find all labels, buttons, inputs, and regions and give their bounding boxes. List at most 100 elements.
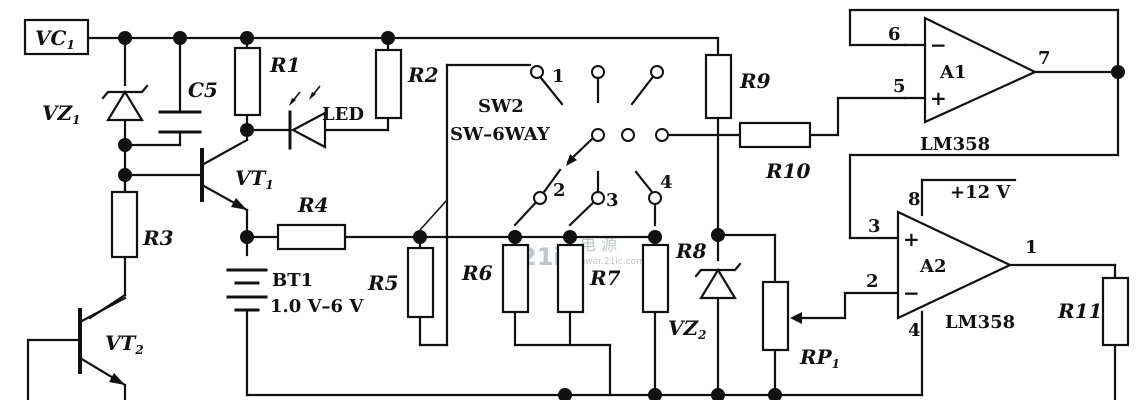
vz1-label: VZ xyxy=(42,101,74,125)
rp1-sub: 1 xyxy=(832,357,840,371)
c5-capacitor: C5 xyxy=(158,78,218,134)
r2-resistor: R2 xyxy=(374,48,439,120)
a2-pin-8: 8 xyxy=(908,189,921,210)
vt2-sub: 2 xyxy=(134,343,143,357)
r6-label: R6 xyxy=(461,261,493,285)
junction xyxy=(118,138,132,152)
sw2-switch: 1 2 3 4 SW2 SW–6WAY xyxy=(450,65,673,211)
r9-resistor: R9 xyxy=(704,53,771,120)
r5-label: R5 xyxy=(367,271,399,295)
junction xyxy=(118,168,132,182)
emitter-arrow-icon xyxy=(109,373,125,385)
r3-resistor: R3 xyxy=(110,190,174,259)
light-arrow-icon xyxy=(309,92,316,100)
r11-label: R11 xyxy=(1057,299,1102,323)
svg-text:VT1: VT1 xyxy=(235,166,274,192)
r1-label: R1 xyxy=(269,53,301,77)
vc1-terminal: VC1 xyxy=(23,18,90,56)
a1-pin-7: 7 xyxy=(1038,48,1051,69)
junction xyxy=(413,230,427,244)
r6-resistor: R6 xyxy=(461,243,530,314)
junction xyxy=(240,31,254,45)
a1-minus-sign: − xyxy=(930,33,947,57)
vt2-label: VT xyxy=(105,331,138,355)
vt1-label: VT xyxy=(235,166,268,190)
vc1-label: VC xyxy=(35,26,67,50)
sw2-label: SW2 xyxy=(478,96,524,117)
sw2-type: SW–6WAY xyxy=(450,124,551,145)
a1-opamp: − + A1 6 5 7 LM358 xyxy=(888,16,1051,155)
vz1-zener: VZ1 xyxy=(42,84,149,127)
junction xyxy=(240,123,254,137)
junction xyxy=(768,388,782,400)
vt1-sub: 1 xyxy=(265,178,273,192)
svg-text:VT2: VT2 xyxy=(105,331,144,357)
a1-part: LM358 xyxy=(920,134,990,155)
junction xyxy=(381,31,395,45)
bt1-range: 1.0 V–6 V xyxy=(270,296,364,317)
r8-zener: R8 xyxy=(675,239,742,300)
a1-label: A1 xyxy=(939,62,967,83)
r1-resistor: R1 xyxy=(233,46,301,117)
r5-potentiometer: R5 xyxy=(367,246,435,319)
a2-opamp: + − A2 3 2 1 8 4 LM358 +12 V xyxy=(866,182,1038,341)
junction xyxy=(173,31,187,45)
junction xyxy=(240,230,254,244)
wires xyxy=(26,8,1120,400)
r4-resistor: R4 xyxy=(276,193,347,251)
a2-pin-4: 4 xyxy=(908,320,921,341)
svg-text:VC1: VC1 xyxy=(35,26,75,52)
switch-position-3: 3 xyxy=(606,190,619,211)
a1-pin-5: 5 xyxy=(893,76,906,97)
junction xyxy=(1111,65,1125,79)
r2-label: R2 xyxy=(407,63,439,87)
r10-label: R10 xyxy=(765,159,811,183)
r3-label: R3 xyxy=(142,226,174,250)
light-arrow-icon xyxy=(289,98,296,106)
rp1-label: RP xyxy=(799,345,833,369)
junction xyxy=(563,230,577,244)
svg-text:VZ2: VZ2 xyxy=(668,316,706,342)
svg-text:RP1: RP1 xyxy=(799,345,840,371)
junction xyxy=(558,388,572,400)
vc1-sub: 1 xyxy=(66,38,74,52)
vt1-transistor: VT1 xyxy=(200,138,274,212)
switch-arrow-icon xyxy=(566,154,577,166)
junction xyxy=(648,388,662,400)
junction xyxy=(508,230,522,244)
a1-plus-sign: + xyxy=(930,86,947,110)
r7-resistor: R7 xyxy=(556,243,621,314)
vz1-sub: 1 xyxy=(72,113,80,127)
a2-plus-sign: + xyxy=(903,227,920,251)
watermark-cn: 电 源 xyxy=(580,235,617,254)
junctions xyxy=(118,31,1125,400)
watermark-url: power.21ic.com xyxy=(574,257,645,267)
bt1-battery: BT1 1.0 V–6 V xyxy=(226,268,364,317)
switch-position-4: 4 xyxy=(660,172,673,193)
junction xyxy=(648,230,662,244)
emitter-arrow-icon xyxy=(231,198,247,210)
r11-resistor: R11 xyxy=(1057,276,1130,347)
junction xyxy=(711,228,725,242)
a2-part: LM358 xyxy=(945,312,1015,333)
wiper-arrow-icon xyxy=(790,312,802,324)
led: LED xyxy=(288,85,364,150)
c5-label: C5 xyxy=(188,78,218,102)
vz2-label: VZ xyxy=(668,316,700,340)
junction xyxy=(711,388,725,400)
a2-label: A2 xyxy=(919,256,947,277)
vz2-element: VZ2 xyxy=(641,243,706,342)
bt1-label: BT1 xyxy=(272,270,313,291)
led-label: LED xyxy=(322,104,364,125)
svg-text:VZ1: VZ1 xyxy=(42,101,80,127)
vz2-sub: 2 xyxy=(697,328,706,342)
r10-resistor: R10 xyxy=(738,121,812,183)
r9-label: R9 xyxy=(739,69,771,93)
switch-position-2: 2 xyxy=(553,180,566,201)
r8-label: R8 xyxy=(675,239,707,263)
rp1-potentiometer: RP1 xyxy=(761,280,840,371)
r7-label: R7 xyxy=(589,266,621,290)
switch-position-1: 1 xyxy=(552,66,565,87)
a2-pin-3: 3 xyxy=(868,216,881,237)
